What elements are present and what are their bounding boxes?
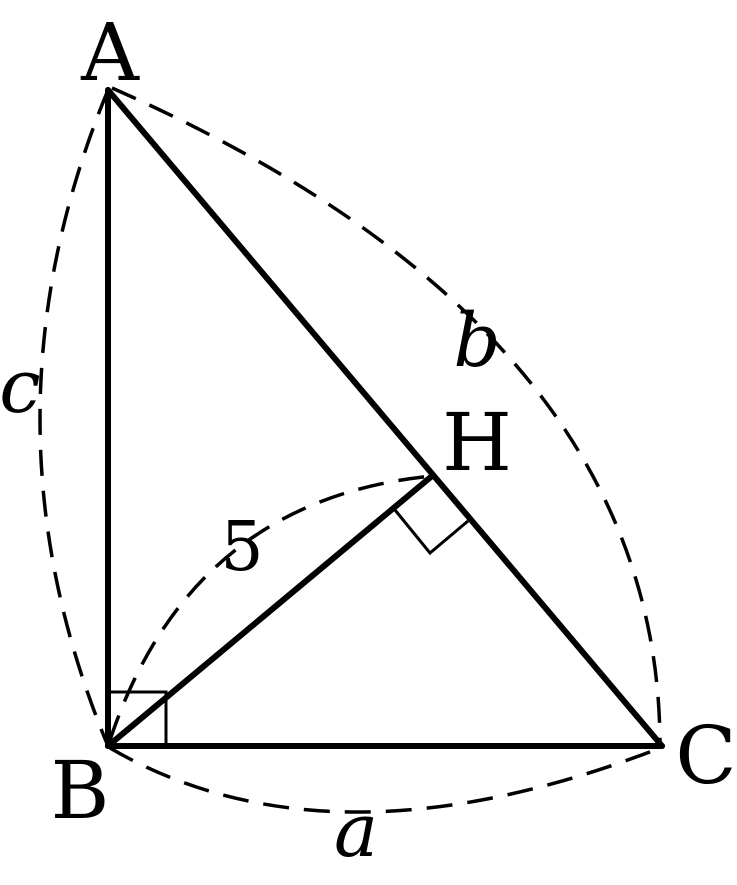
vertex-label-c: C: [675, 709, 736, 802]
vertex-label-b: B: [51, 744, 110, 837]
vertex-label-h: H: [442, 396, 512, 489]
side-b-dashed-arc: [111, 86, 662, 747]
altitude-dashed-arc: [108, 474, 433, 741]
right-angle-marker-b: [110, 690, 168, 746]
side-label-c: c: [0, 344, 41, 430]
right-angle-marker-h: [393, 509, 469, 556]
edge-ac: [105, 87, 665, 749]
side-c-dashed-arc: [38, 89, 110, 747]
side-a-dashed-arc: [109, 746, 661, 814]
side-label-a: a: [334, 788, 378, 874]
altitude-length-label: 5: [220, 508, 263, 587]
vertex-label-a: A: [80, 6, 140, 99]
side-label-b: b: [453, 298, 500, 384]
altitude-bh: [105, 473, 435, 749]
